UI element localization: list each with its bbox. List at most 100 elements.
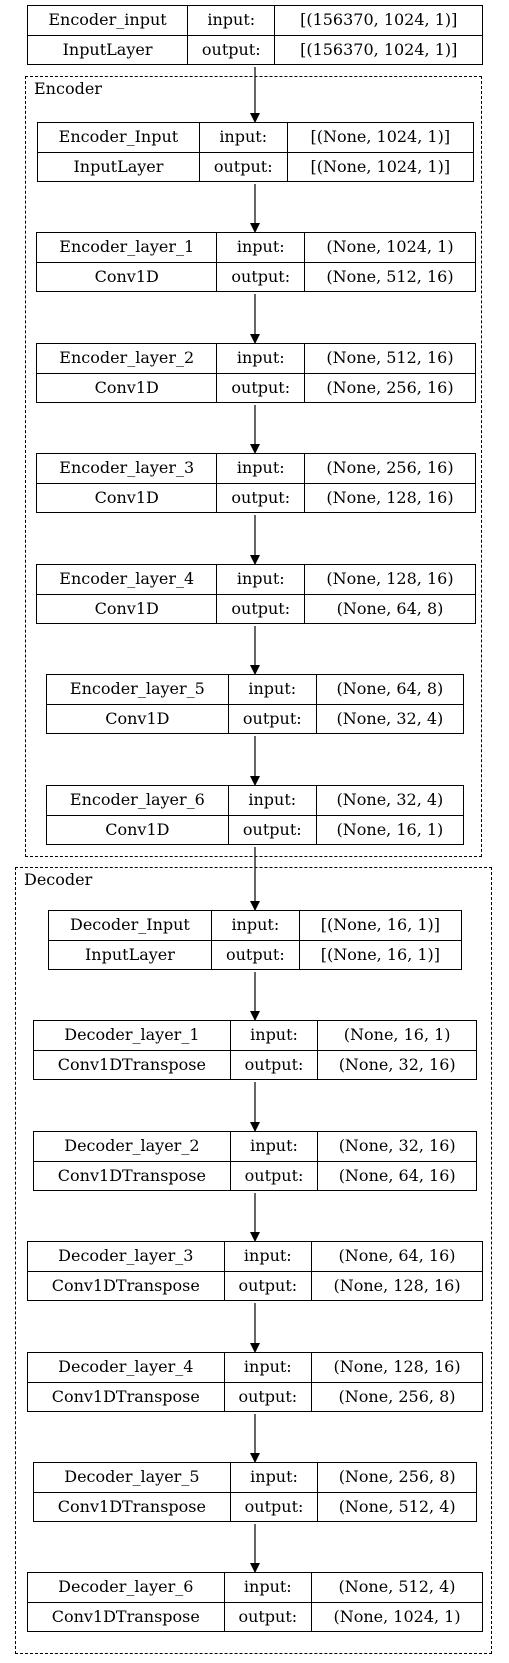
layer-type: Conv1DTranspose (33, 1160, 231, 1191)
input-label: input: (223, 1352, 313, 1383)
output-label: output: (216, 261, 305, 292)
input-label: input: (216, 564, 305, 595)
layer-name: Decoder_layer_6 (27, 1572, 225, 1603)
layer-type: Conv1D (35, 372, 218, 403)
input-shape: (None, 32, 4) (315, 785, 465, 816)
input-shape: (None, 64, 8) (315, 674, 465, 705)
output-label: output: (227, 814, 317, 845)
input-label: input: (216, 453, 305, 484)
input-label: input: (227, 674, 317, 705)
layer-name: Decoder_layer_3 (27, 1241, 225, 1272)
layer-type: InputLayer (48, 939, 212, 970)
output-label: output: (229, 1491, 319, 1522)
input-shape: (None, 32, 16) (317, 1131, 477, 1162)
output-shape: (None, 16, 1) (315, 814, 465, 845)
layer-name: Decoder_layer_4 (27, 1352, 225, 1383)
input-shape: (None, 128, 16) (311, 1352, 483, 1383)
output-shape: (None, 32, 4) (315, 703, 465, 734)
output-label: output: (223, 1270, 313, 1301)
input-shape: (None, 16, 1) (317, 1020, 477, 1051)
input-label: input: (229, 1131, 319, 1162)
layer-type: Conv1D (35, 261, 218, 292)
input-label: input: (229, 1020, 319, 1051)
input-label: input: (216, 232, 305, 263)
input-label: input: (227, 785, 317, 816)
output-shape: (None, 32, 16) (317, 1049, 477, 1080)
layer-type: Conv1DTranspose (27, 1601, 225, 1632)
layer-name: Decoder_layer_1 (33, 1020, 231, 1051)
input-shape: [(None, 16, 1)] (298, 910, 463, 941)
layer-type: Conv1DTranspose (33, 1049, 231, 1080)
layer-name: Encoder_input (26, 5, 189, 36)
output-shape: (None, 256, 8) (311, 1381, 483, 1412)
layer-type: InputLayer (26, 34, 189, 65)
input-label: input: (223, 1572, 313, 1603)
input-shape: (None, 512, 16) (304, 343, 476, 374)
input-shape: (None, 256, 8) (317, 1462, 477, 1493)
layer-name: Encoder_layer_1 (35, 232, 218, 263)
layer-name: Decoder_layer_5 (33, 1462, 231, 1493)
output-label: output: (210, 939, 300, 970)
layer-name: Encoder_layer_4 (35, 564, 218, 595)
layer-type: Conv1D (35, 482, 218, 513)
output-label: output: (187, 34, 276, 65)
output-shape: (None, 1024, 1) (311, 1601, 483, 1632)
decoder-cluster: Decoder (15, 867, 492, 1654)
output-shape: [(156370, 1024, 1)] (274, 34, 483, 65)
input-shape: (None, 64, 16) (311, 1241, 483, 1272)
layer-type: Conv1DTranspose (27, 1381, 225, 1412)
output-shape: (None, 512, 16) (304, 261, 476, 292)
output-shape: (None, 64, 16) (317, 1160, 477, 1191)
input-label: input: (187, 5, 276, 36)
output-label: output: (216, 482, 305, 513)
output-shape: (None, 256, 16) (304, 372, 476, 403)
input-label: input: (210, 910, 300, 941)
input-shape: (None, 1024, 1) (304, 232, 476, 263)
output-label: output: (223, 1381, 313, 1412)
layer-type: InputLayer (37, 151, 200, 182)
output-shape: [(None, 16, 1)] (298, 939, 463, 970)
layer-type: Conv1D (46, 814, 229, 845)
output-label: output: (227, 703, 317, 734)
layer-name: Encoder_layer_2 (35, 343, 218, 374)
input-label: input: (223, 1241, 313, 1272)
output-shape: (None, 64, 8) (304, 593, 476, 624)
output-label: output: (198, 151, 288, 182)
input-label: input: (229, 1462, 319, 1493)
output-shape: (None, 128, 16) (311, 1270, 483, 1301)
input-shape: (None, 256, 16) (304, 453, 476, 484)
layer-name: Encoder_layer_3 (35, 453, 218, 484)
output-shape: (None, 512, 4) (317, 1491, 477, 1522)
input-label: input: (216, 343, 305, 374)
input-label: input: (198, 122, 288, 153)
output-label: output: (229, 1049, 319, 1080)
layer-name: Encoder_Input (37, 122, 200, 153)
output-shape: [(None, 1024, 1)] (286, 151, 475, 182)
input-shape: (None, 512, 4) (311, 1572, 483, 1603)
layer-type: Conv1D (35, 593, 218, 624)
layer-name: Encoder_layer_6 (46, 785, 229, 816)
encoder-cluster: Encoder (25, 76, 482, 857)
layer-name: Decoder_Input (48, 910, 212, 941)
output-label: output: (216, 372, 305, 403)
input-shape: [(156370, 1024, 1)] (274, 5, 483, 36)
decoder-cluster-label: Decoder (24, 870, 93, 889)
output-label: output: (229, 1160, 319, 1191)
output-label: output: (216, 593, 305, 624)
input-shape: [(None, 1024, 1)] (286, 122, 475, 153)
